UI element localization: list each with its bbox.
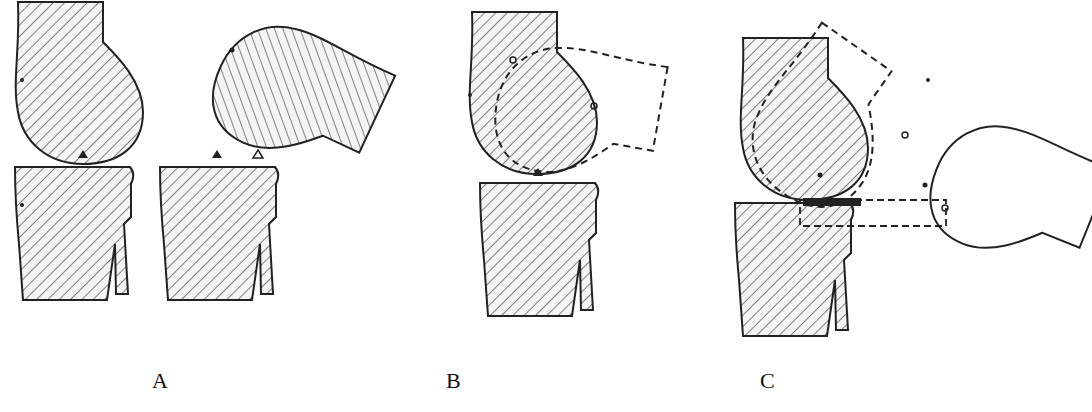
panel-label: C [760,368,775,394]
bone-set-c [727,21,1092,336]
bone-pair-b [470,12,668,316]
panel-label: B [446,368,461,394]
bone-pair-rotated [160,5,396,300]
panel-label: A [152,368,168,394]
bone-pair [15,2,143,300]
